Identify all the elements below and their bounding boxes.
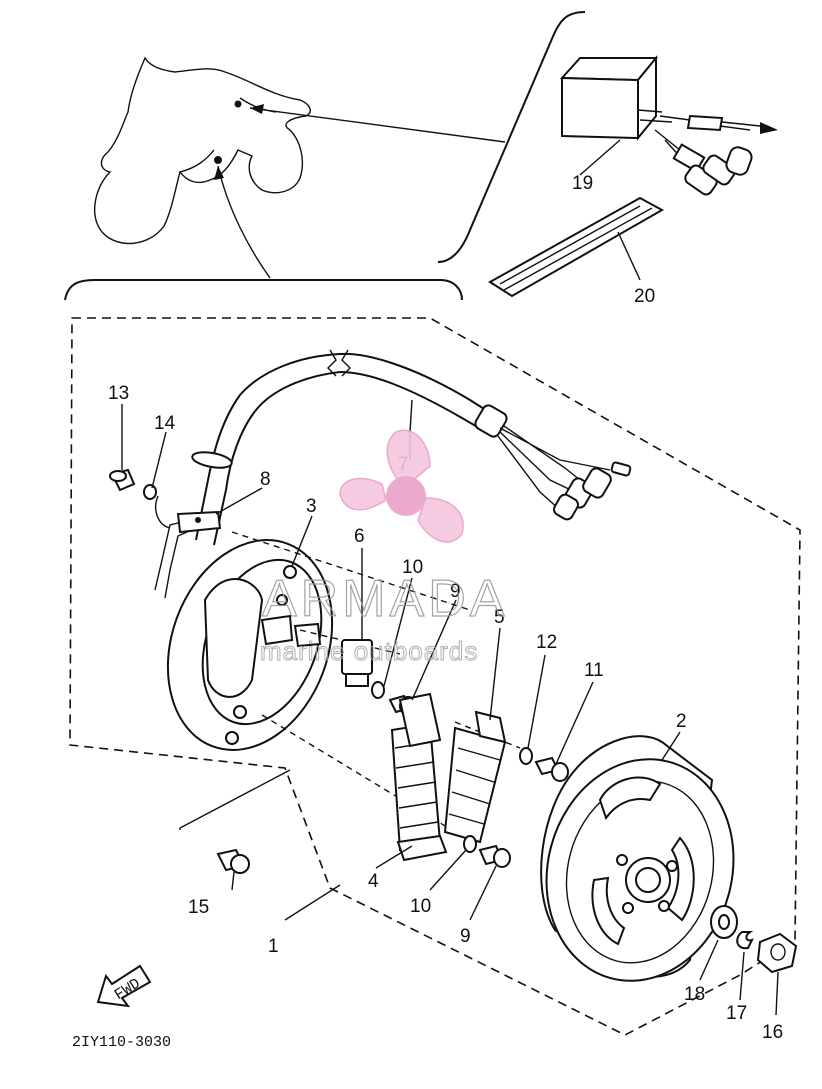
- callout-18: 18: [684, 984, 705, 1005]
- callout-20: 20: [634, 286, 655, 307]
- clamp: [176, 510, 222, 534]
- callout-9-upper: 9: [450, 581, 461, 602]
- fwd-arrow-icon: FWD: [96, 964, 152, 1008]
- motorcycle-silhouette: [94, 56, 311, 245]
- inset-border: [437, 11, 586, 263]
- callout-19: 19: [572, 173, 593, 194]
- callout-8: 8: [260, 469, 271, 490]
- diagram-code: 2IY110-3030: [72, 1034, 171, 1051]
- assembly-bracket: [64, 279, 463, 301]
- washer-12: [519, 747, 533, 765]
- fwd-label: FWD: [112, 975, 144, 1004]
- screw-13: [109, 468, 136, 492]
- strap: [488, 196, 665, 298]
- cdi-unit: [559, 55, 778, 196]
- callout-5: 5: [494, 607, 505, 628]
- washer-10-lower: [463, 835, 477, 853]
- callout-16: 16: [762, 1022, 783, 1043]
- callout-2: 2: [676, 711, 687, 732]
- callout-13: 13: [108, 383, 129, 404]
- flywheel-rotor: [540, 735, 735, 982]
- screw-15: [216, 848, 250, 874]
- wire-harness: [154, 349, 632, 599]
- callout-6: 6: [354, 526, 365, 547]
- callout-12: 12: [536, 632, 557, 653]
- screw-9-lower: [478, 844, 511, 868]
- callout-15: 15: [188, 897, 209, 918]
- lighting-coil: [443, 627, 507, 844]
- washer-18: [710, 905, 738, 939]
- washer-10-upper: [371, 681, 385, 699]
- washer-18-hole: [718, 914, 730, 930]
- charge-coil: [390, 692, 448, 862]
- assembly-boundary: [69, 317, 801, 1036]
- armada-watermark: ARMADA marine outboards: [260, 429, 508, 667]
- callout-10-upper: 10: [402, 557, 423, 578]
- screw-11: [534, 756, 569, 782]
- location-arrows: [214, 104, 506, 279]
- callout-9-lower: 9: [460, 926, 471, 947]
- stator-plate: [166, 539, 334, 751]
- nut-16: [756, 932, 798, 974]
- watermark-brand: ARMADA: [262, 570, 508, 628]
- callout-17: 17: [726, 1003, 747, 1024]
- callout-1: 1: [268, 936, 279, 957]
- callout-4: 4: [368, 871, 379, 892]
- callout-10-lower: 10: [410, 896, 431, 917]
- lock-washer-17: [736, 931, 754, 950]
- pulser-coil: [341, 548, 373, 687]
- washer-14: [143, 484, 157, 500]
- leader-lines: [121, 399, 779, 1016]
- callout-14: 14: [154, 413, 176, 434]
- callout-3: 3: [306, 496, 317, 517]
- watermark-tagline: marine outboards: [260, 636, 478, 666]
- callout-11: 11: [584, 660, 604, 681]
- propeller-logo-icon: [339, 429, 464, 543]
